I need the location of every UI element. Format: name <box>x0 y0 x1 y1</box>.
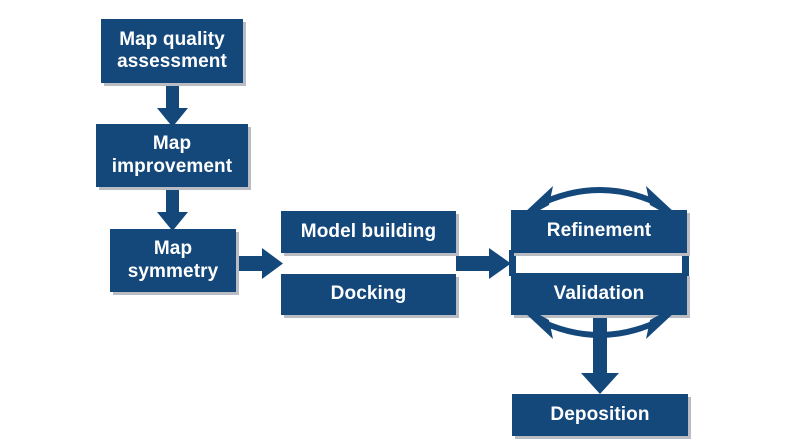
connector-improvement-to-symmetry <box>157 187 188 231</box>
node-label-model-building: Model building <box>300 220 437 242</box>
connector-validation-to-deposition <box>581 318 619 394</box>
node-label-docking: Docking <box>330 283 407 305</box>
cycle-side-link-right <box>682 250 689 276</box>
node-label-map-symmetry: Map symmetry <box>127 238 219 282</box>
node-map-symmetry[interactable]: Map symmetry <box>110 229 236 292</box>
node-refinement[interactable]: Refinement <box>511 210 687 253</box>
node-label-deposition: Deposition <box>550 403 650 425</box>
node-map-improvement[interactable]: Map improvement <box>96 124 248 187</box>
node-docking[interactable]: Docking <box>281 274 456 315</box>
node-label-validation: Validation <box>553 282 645 304</box>
node-deposition[interactable]: Deposition <box>512 394 688 436</box>
cycle-side-link-left <box>509 250 516 276</box>
node-label-map-improvement: Map improvement <box>111 133 233 177</box>
connector-quality-to-improvement <box>157 83 188 127</box>
node-validation[interactable]: Validation <box>511 273 687 315</box>
node-label-refinement: Refinement <box>546 220 652 242</box>
connector-cycle-bottom-arc <box>523 311 676 339</box>
connector-cycle-top-arc <box>523 186 676 214</box>
node-map-quality-assessment[interactable]: Map quality assessment <box>101 19 243 83</box>
node-model-building[interactable]: Model building <box>281 211 456 253</box>
connector-symmetry-to-building <box>234 248 283 279</box>
connector-building-to-refinement <box>456 248 511 279</box>
node-label-map-quality-assessment: Map quality assessment <box>117 28 227 72</box>
